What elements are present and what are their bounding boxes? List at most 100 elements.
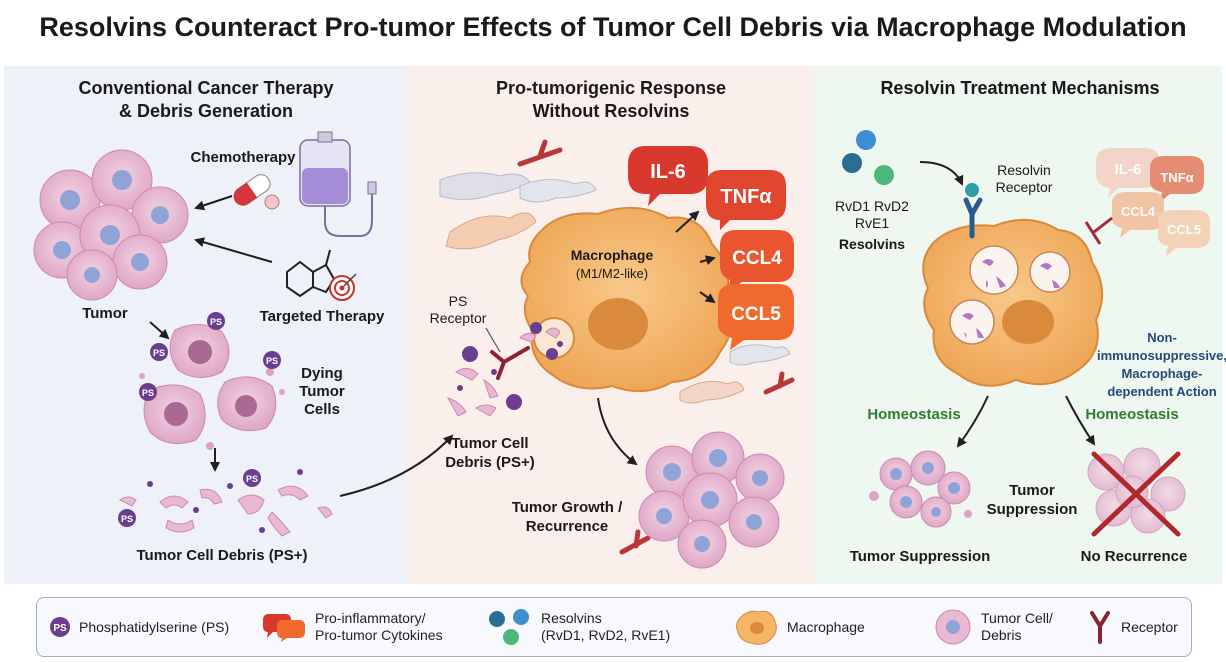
cytokine-il6-label: IL-6 bbox=[1115, 161, 1142, 178]
cytokine-tnfa-bubble: TNFα bbox=[706, 170, 786, 230]
debris-to-macrophage-arrow bbox=[339, 434, 454, 497]
legend-item-resolvins: Resolvins (RvD1, RvD2, RvE1) bbox=[487, 598, 670, 656]
growth-label-line1: Tumor Growth / bbox=[512, 499, 623, 516]
iv-bag-icon bbox=[299, 131, 377, 237]
cytokine-il6-label: IL-6 bbox=[650, 161, 686, 183]
cytokine-ccl5-bubble: CCL5 bbox=[1158, 210, 1210, 256]
dying-cells-line2: Tumor bbox=[299, 383, 345, 400]
cytokine-il6-bubble: IL-6 bbox=[1096, 148, 1160, 198]
cytokine-ccl5-label: CCL5 bbox=[731, 304, 781, 325]
tumor-mass-icon bbox=[638, 431, 785, 569]
macrophage-label: Macrophage bbox=[571, 247, 654, 263]
action-note-line4: dependent Action bbox=[1107, 384, 1216, 399]
macrophage-icon bbox=[733, 607, 779, 647]
tumor-suppression-mid-line2: Suppression bbox=[987, 501, 1078, 518]
cytokine-ccl4-bubble: CCL4 bbox=[720, 230, 794, 292]
resolvin-receptor-icon bbox=[963, 183, 983, 239]
legend-resolvins-line2: (RvD1, RvD2, RvE1) bbox=[541, 627, 671, 643]
growth-label-line2: Recurrence bbox=[526, 518, 609, 535]
inhibited-cytokines: IL-6 TNFα CCL4 CCL5 bbox=[1096, 148, 1210, 256]
panel-middle: Pro-tumorigenic Response Without Resolvi… bbox=[430, 78, 795, 569]
legend-ps-label: Phosphatidylserine (PS) bbox=[79, 618, 230, 635]
resolvins-label: Resolvins bbox=[839, 236, 905, 252]
cytokine-bubble-icon bbox=[261, 612, 307, 642]
action-note-line1: Non- bbox=[1147, 330, 1177, 345]
right-heading: Resolvin Treatment Mechanisms bbox=[880, 78, 1159, 98]
legend-item-cytokines: Pro-inflammatory/ Pro-tumor Cytokines bbox=[261, 598, 443, 656]
cytokine-ccl5-label: CCL5 bbox=[1167, 222, 1201, 237]
no-recurrence-tumor-icon bbox=[1087, 447, 1186, 534]
middle-heading-line2: Without Resolvins bbox=[533, 101, 690, 121]
tumor-suppression-mid-line1: Tumor bbox=[1009, 482, 1055, 499]
svg-text:PS: PS bbox=[246, 474, 258, 484]
macrophage-icon bbox=[922, 218, 1103, 387]
legend-item-receptor: Receptor bbox=[1087, 598, 1178, 656]
legend-item-macrophage: Macrophage bbox=[733, 598, 865, 656]
svg-text:PS: PS bbox=[153, 348, 165, 358]
legend-receptor-label: Receptor bbox=[1121, 618, 1178, 635]
tumor-label: Tumor bbox=[82, 305, 128, 322]
middle-debris-line2: Debris (PS+) bbox=[445, 454, 535, 471]
dying-cells-line1: Dying bbox=[301, 365, 343, 382]
tumor-suppression-label: Tumor Suppression bbox=[850, 548, 991, 565]
cytokine-il6-bubble: IL-6 bbox=[628, 146, 708, 206]
phagosome-icon bbox=[949, 245, 1071, 345]
receptor-icon bbox=[1087, 610, 1113, 644]
legend-item-ps: PS Phosphatidylserine (PS) bbox=[49, 598, 229, 656]
no-recurrence-label: No Recurrence bbox=[1081, 548, 1188, 565]
ps-badge-icon: PS PS bbox=[118, 469, 261, 527]
dying-cells-line3: Cells bbox=[304, 401, 340, 418]
tumor-debris-icon bbox=[119, 469, 333, 537]
page-title: Resolvins Counteract Pro-tumor Effects o… bbox=[39, 12, 1187, 42]
legend-cytokines-line1: Pro-inflammatory/ bbox=[315, 610, 426, 626]
macrophage-nucleus bbox=[588, 298, 648, 350]
legend-resolvins-line1: Resolvins bbox=[541, 610, 602, 626]
tumor-cell-icon bbox=[933, 607, 973, 647]
targeted-therapy-label: Targeted Therapy bbox=[260, 308, 385, 325]
ps-receptor-label-line2: Receptor bbox=[430, 310, 487, 326]
cytokine-ccl4-label: CCL4 bbox=[732, 248, 782, 269]
ps-receptor-icon bbox=[490, 346, 530, 380]
cytokine-ccl4-bubble: CCL4 bbox=[1112, 192, 1164, 238]
legend-tumor-cell-line2: Debris bbox=[981, 627, 1022, 643]
cross-icon bbox=[1091, 451, 1181, 537]
macrophage-type-label: (M1/M2-like) bbox=[576, 266, 648, 281]
resolvin-names-line1: RvD1 RvD2 bbox=[835, 198, 909, 214]
resolvin-molecules-icon bbox=[842, 130, 894, 185]
legend-cytokines-line2: Pro-tumor Cytokines bbox=[315, 627, 443, 643]
resolvin-receptor-label-line1: Resolvin bbox=[997, 162, 1051, 178]
cytokine-ccl5-bubble: CCL5 bbox=[718, 284, 794, 350]
svg-text:PS: PS bbox=[210, 317, 222, 327]
macrophage-nucleus bbox=[1002, 300, 1054, 344]
homeostasis-left-label: Homeostasis bbox=[867, 406, 960, 423]
tumor-debris-icon bbox=[446, 322, 558, 417]
blood-vessel-icon bbox=[517, 139, 795, 555]
tablet-icon bbox=[264, 194, 280, 210]
suppressed-tumor-icon bbox=[869, 450, 972, 528]
legend-item-tumor-cell: Tumor Cell/ Debris bbox=[933, 598, 1053, 656]
cytokine-tnfa-label: TNFα bbox=[1160, 170, 1193, 185]
pill-capsule-icon bbox=[233, 174, 271, 206]
ps-badge-icon: PS bbox=[49, 616, 71, 638]
cytokine-tnfa-bubble: TNFα bbox=[1150, 156, 1204, 202]
inhibition-icon bbox=[1084, 216, 1113, 245]
legend: PS Phosphatidylserine (PS) Pro-inflammat… bbox=[36, 597, 1192, 657]
targeted-therapy-icon bbox=[286, 249, 357, 301]
tumor-mass-icon bbox=[33, 149, 189, 301]
middle-debris-line1: Tumor Cell bbox=[451, 435, 528, 452]
middle-heading-line1: Pro-tumorigenic Response bbox=[496, 78, 726, 98]
resolvin-molecules-icon bbox=[487, 607, 533, 647]
cytokine-ccl4-label: CCL4 bbox=[1121, 204, 1156, 219]
panel-left: Conventional Cancer Therapy & Debris Gen… bbox=[33, 78, 454, 564]
ps-receptor-label-line1: PS bbox=[449, 293, 468, 309]
svg-text:PS: PS bbox=[121, 514, 133, 524]
legend-tumor-cell-line1: Tumor Cell/ bbox=[981, 610, 1053, 626]
cytokine-tnfa-label: TNFα bbox=[720, 186, 772, 208]
action-note-line2: immunosuppressive, bbox=[1097, 348, 1226, 363]
action-note-line3: Macrophage- bbox=[1122, 366, 1203, 381]
ps-badge-icon: PS PS PS PS bbox=[139, 312, 281, 401]
svg-text:PS: PS bbox=[266, 356, 278, 366]
resolvin-receptor-label-line2: Receptor bbox=[996, 179, 1053, 195]
svg-text:PS: PS bbox=[142, 388, 154, 398]
homeostasis-right-label: Homeostasis bbox=[1085, 406, 1178, 423]
